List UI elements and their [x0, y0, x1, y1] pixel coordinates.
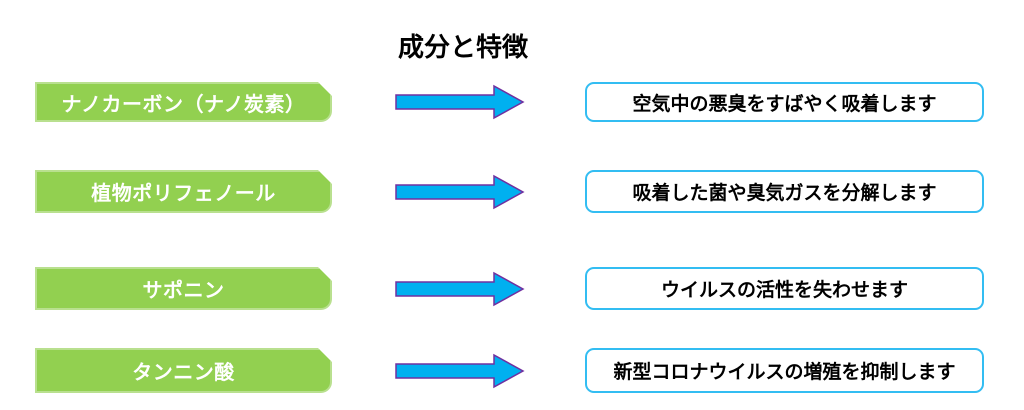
ingredient-label: タンニン酸 — [35, 348, 332, 393]
ingredient-label: サポニン — [35, 267, 332, 310]
right-arrow-icon — [395, 271, 525, 306]
ingredient-row: タンニン酸 新型コロナウイルスの増殖を抑制します — [0, 348, 1024, 393]
feature-box: 新型コロナウイルスの増殖を抑制します — [585, 348, 984, 393]
ingredient-row: ナノカーボン（ナノ炭素） 空気中の悪臭をすばやく吸着します — [0, 82, 1024, 122]
feature-box: ウイルスの活性を失わせます — [585, 267, 984, 310]
right-arrow-icon — [395, 84, 525, 120]
ingredient-label: 植物ポリフェノール — [35, 170, 332, 213]
ingredient-label: ナノカーボン（ナノ炭素） — [35, 82, 332, 122]
page-title: 成分と特徴 — [397, 32, 528, 62]
ingredient-row: 植物ポリフェノール 吸着した菌や臭気ガスを分解します — [0, 170, 1024, 213]
feature-box: 吸着した菌や臭気ガスを分解します — [585, 170, 984, 213]
right-arrow-icon — [395, 174, 525, 209]
right-arrow-icon — [395, 353, 525, 388]
feature-box: 空気中の悪臭をすばやく吸着します — [585, 82, 984, 122]
ingredient-row: サポニン ウイルスの活性を失わせます — [0, 267, 1024, 310]
